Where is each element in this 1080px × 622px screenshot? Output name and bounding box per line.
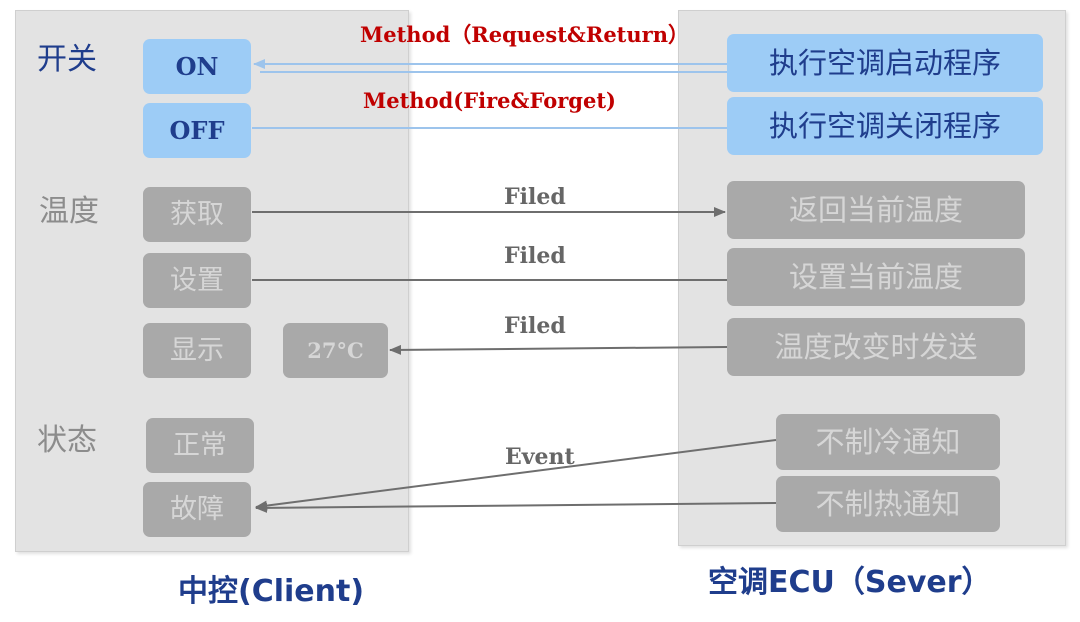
stop-ac-program-box: 执行空调关闭程序	[727, 97, 1043, 155]
method-request-return-label: Method（Request&Return）	[360, 22, 689, 47]
field-get-label: Filed	[504, 184, 566, 210]
display-temperature-button[interactable]: 显示	[143, 323, 251, 378]
send-on-change-box: 温度改变时发送	[727, 318, 1025, 376]
server-caption: 空调ECU（Sever）	[708, 565, 992, 600]
start-ac-program-box: 执行空调启动程序	[727, 34, 1043, 92]
category-status-label: 状态	[37, 423, 97, 458]
category-temperature-label: 温度	[39, 194, 99, 229]
set-current-temperature-box: 设置当前温度	[727, 248, 1025, 306]
event-label: Event	[505, 444, 575, 470]
category-power-label: 开关	[37, 42, 97, 77]
on-button[interactable]: ON	[143, 39, 251, 94]
field-notify-label: Filed	[504, 313, 566, 339]
client-caption: 中控(Client)	[178, 574, 365, 609]
method-fire-forget-label: Method(Fire&Forget)	[363, 88, 616, 113]
return-temperature-box: 返回当前温度	[727, 181, 1025, 239]
status-normal-button[interactable]: 正常	[146, 418, 254, 473]
status-fault-button[interactable]: 故障	[143, 482, 251, 537]
field-notify-arrow	[389, 344, 728, 355]
no-heating-notification-box: 不制热通知	[776, 476, 1000, 532]
no-cooling-notification-box: 不制冷通知	[776, 414, 1000, 470]
get-temperature-button[interactable]: 获取	[143, 187, 251, 242]
field-set-label: Filed	[504, 243, 566, 269]
temperature-value-display: 27°C	[283, 323, 388, 378]
set-temperature-button[interactable]: 设置	[143, 253, 251, 308]
off-button[interactable]: OFF	[143, 103, 251, 158]
